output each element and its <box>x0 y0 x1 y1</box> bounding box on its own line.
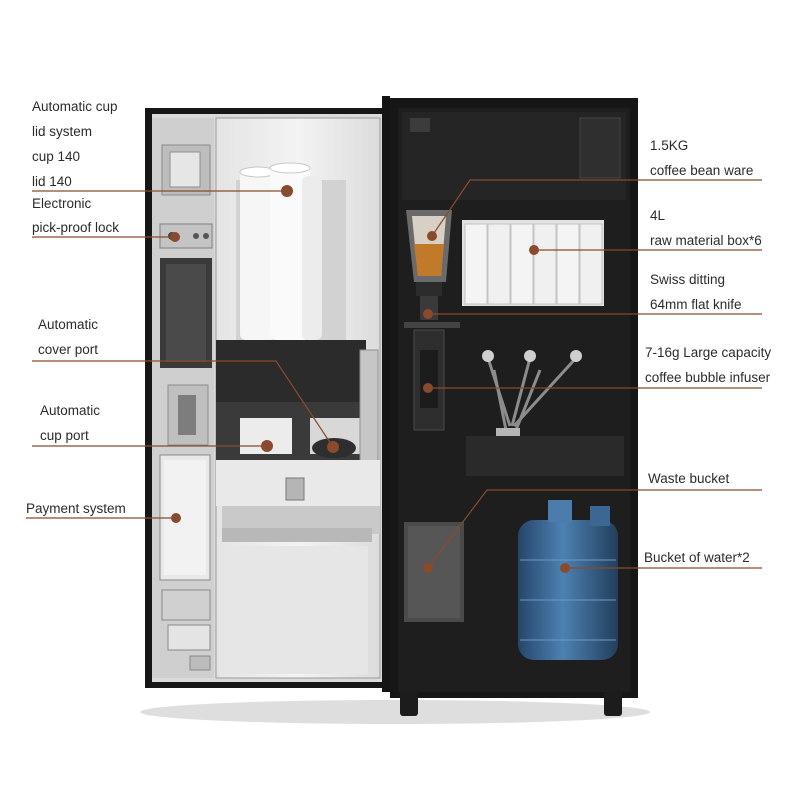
dot-cover-port <box>327 441 339 453</box>
left-door <box>145 96 390 692</box>
label-infuser-line1: 7-16g Large capacity <box>645 345 772 360</box>
dot-waste-bucket <box>423 563 433 573</box>
label-cup-lid-system-line2: lid system <box>32 124 93 139</box>
label-cup-count: cup 140 <box>32 149 81 164</box>
leader-waste-bucket <box>427 489 762 569</box>
dot-cup-lid-system <box>281 185 293 197</box>
label-raw-box-line1: 4L <box>650 208 666 223</box>
mixing-nozzles <box>486 356 578 431</box>
water-bottles <box>518 500 618 660</box>
label-infuser-line2: coffee bubble infuser <box>645 370 771 385</box>
label-waste-bucket: Waste bucket <box>648 471 730 486</box>
dot-bean-ware <box>427 231 437 241</box>
dot-pick-proof-lock <box>170 232 180 242</box>
bean-hopper <box>406 210 452 320</box>
label-bean-ware-line2: coffee bean ware <box>650 163 754 178</box>
label-flat-knife-line1: Swiss ditting <box>650 272 726 287</box>
label-cup-port-line2: cup port <box>40 428 89 443</box>
raw-material-boxes <box>462 220 604 306</box>
dot-flat-knife <box>423 309 433 319</box>
dot-water-bucket <box>560 563 570 573</box>
callout-leaders <box>26 179 762 569</box>
leader-bean-ware <box>431 179 762 237</box>
dot-cup-port <box>261 440 273 452</box>
label-lock-line1: Electronic <box>32 196 92 211</box>
waste-bucket <box>404 522 464 622</box>
dot-bubble-infuser <box>423 383 433 393</box>
dot-raw-material-box <box>529 245 539 255</box>
label-cover-port-line1: Automatic <box>38 317 99 332</box>
label-bean-ware-line1: 1.5KG <box>650 138 689 153</box>
label-flat-knife-line2: 64mm flat knife <box>650 297 742 312</box>
callout-dots <box>170 185 570 573</box>
label-raw-box-line2: raw material box*6 <box>650 233 762 248</box>
label-water-bucket: Bucket of water*2 <box>644 550 750 565</box>
label-cup-port-line1: Automatic <box>40 403 101 418</box>
leader-cover-port <box>32 360 334 448</box>
dot-payment-system <box>171 513 181 523</box>
floor-shadow <box>140 700 650 724</box>
label-lid-count: lid 140 <box>32 174 72 189</box>
label-payment-system: Payment system <box>26 501 126 516</box>
label-cup-lid-system-line1: Automatic cup <box>32 99 118 114</box>
right-cabinet <box>390 98 638 716</box>
label-lock-line2: pick-proof lock <box>32 220 120 235</box>
label-cover-port-line2: cover port <box>38 342 99 357</box>
